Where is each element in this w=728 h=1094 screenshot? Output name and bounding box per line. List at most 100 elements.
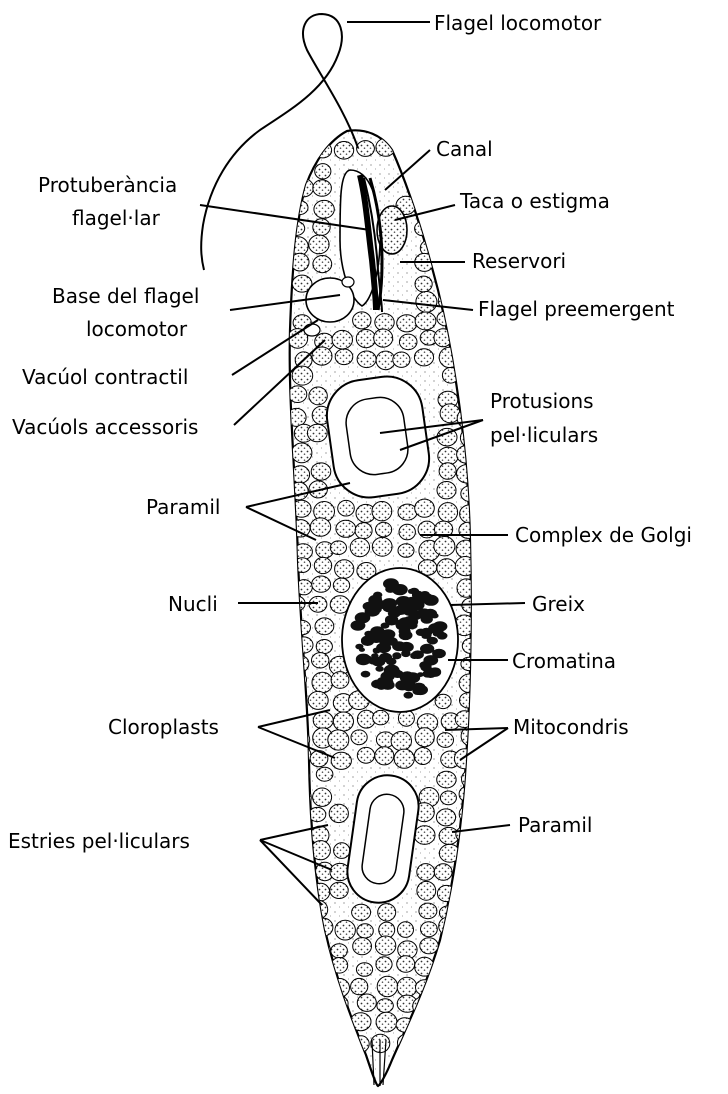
chloroplast-granule (397, 977, 417, 997)
chloroplast-granule (398, 922, 414, 938)
chloroplast-granule (308, 960, 329, 978)
chloroplast-granule (309, 387, 327, 405)
chloroplast-granule (291, 957, 312, 975)
label-nucli: Nucli (168, 592, 218, 616)
chloroplast-granule (416, 292, 437, 313)
chloroplast-granule (307, 424, 327, 442)
label-protusions-1: Protusions (490, 389, 594, 413)
chloroplast-granule (357, 994, 376, 1011)
chloroplast-granule (353, 312, 371, 329)
chloroplast-granule (289, 846, 307, 862)
chloroplast-granule (437, 885, 455, 901)
label-protuberancia-1: Protuberància (38, 173, 177, 197)
chloroplast-granule (374, 329, 393, 347)
chloroplast-granule (308, 691, 328, 709)
chloroplast-granule (435, 179, 452, 196)
chloroplast-granule (460, 349, 480, 367)
chloroplast-granule (456, 1017, 473, 1033)
chloroplast-granule (399, 524, 415, 540)
chloroplast-granule (310, 518, 330, 536)
chloroplast-granule (313, 788, 332, 806)
chloroplast-granule (400, 144, 417, 159)
chloroplast-granule (293, 923, 312, 940)
chloroplast-granule (312, 653, 329, 668)
chloroplast-granule (294, 558, 311, 573)
chloroplast-granule (332, 330, 352, 349)
chloroplast-granule (292, 937, 313, 956)
chloroplast-granule (312, 576, 331, 592)
chloroplast-granule (292, 656, 309, 672)
chloroplast-granule (331, 944, 348, 958)
chloroplast-granule (329, 804, 348, 822)
chloroplast-granule (433, 961, 453, 979)
chloroplast-granule (289, 158, 310, 177)
chloroplast-granule (290, 482, 308, 500)
chloroplast-granule (357, 747, 374, 763)
chloroplast-granule (461, 486, 479, 502)
chloroplast-granule (291, 520, 310, 537)
chloroplast-granule (441, 1036, 458, 1052)
chloroplast-granule (357, 141, 375, 157)
chloroplast-granule (376, 351, 395, 370)
chloroplast-granule (313, 180, 332, 196)
chloroplast-granule (308, 900, 328, 919)
chloroplast-granule (288, 692, 306, 709)
chloroplast-granule (375, 936, 395, 955)
label-base-flagel-2: locomotor (86, 317, 188, 341)
chloroplast-granule (333, 712, 353, 731)
chloroplast-granule (436, 809, 455, 826)
chloroplast-granule (311, 883, 330, 901)
chloroplast-granule (460, 862, 480, 882)
chloroplast-granule (294, 1034, 311, 1051)
chloroplast-granule (417, 864, 435, 881)
chloroplast-granule (456, 540, 476, 558)
chloroplast-granule (372, 502, 392, 521)
label-flagel-locomotor: Flagel locomotor (434, 11, 602, 35)
chloroplast-granule (309, 977, 328, 995)
label-complex-golgi: Complex de Golgi (515, 523, 692, 547)
chloroplast-granule (415, 499, 435, 517)
chloroplast-granule (335, 920, 355, 940)
chloroplast-granule (334, 843, 350, 859)
chloroplast-granule (439, 463, 456, 480)
chloroplast-granule (459, 880, 477, 897)
chloroplast-granule (352, 904, 371, 920)
chloroplast-granule (415, 312, 436, 330)
chloroplast-granule (315, 618, 334, 635)
chloroplast-granule (419, 903, 437, 919)
chloroplast-granule (435, 694, 451, 708)
label-cloroplasts: Cloroplasts (108, 715, 219, 739)
label-paramil-2: Paramil (518, 813, 593, 837)
chloroplast-granule (378, 904, 396, 921)
chloroplast-granule (440, 939, 458, 954)
chloroplast-granule (328, 730, 349, 750)
chloroplast-granule (440, 214, 460, 232)
chloroplast-granule (290, 767, 310, 785)
chloroplast-granule (351, 730, 367, 745)
chloroplast-granule (353, 938, 372, 955)
chloroplast-granule (292, 788, 312, 806)
label-vacuol-contractil: Vacúol contractil (22, 365, 188, 389)
chloroplast-granule (314, 557, 331, 573)
chloroplast-granule (461, 903, 479, 919)
chloroplast-granule (335, 349, 353, 365)
chloroplast-granule (414, 826, 435, 845)
chloroplast-granule (441, 234, 460, 253)
chloroplast-granule (460, 693, 477, 708)
chloroplast-granule (459, 292, 476, 306)
chloroplast-granule (376, 1012, 397, 1032)
chloroplast-granule (350, 538, 369, 557)
chloroplast-granule (331, 752, 351, 769)
chloroplast-granule (331, 1017, 350, 1034)
chloroplast-granule (330, 979, 350, 998)
chloroplast-granule (413, 997, 433, 1016)
chloroplast-granule (434, 537, 455, 556)
chloroplast-granule (315, 995, 333, 1012)
chloroplast-granule (372, 537, 392, 556)
label-reservori: Reservori (472, 249, 566, 273)
chloroplast-granule (397, 315, 417, 332)
chloroplast-granule (286, 978, 307, 996)
chloroplast-granule (437, 733, 453, 748)
paramylon-upper (322, 372, 433, 502)
